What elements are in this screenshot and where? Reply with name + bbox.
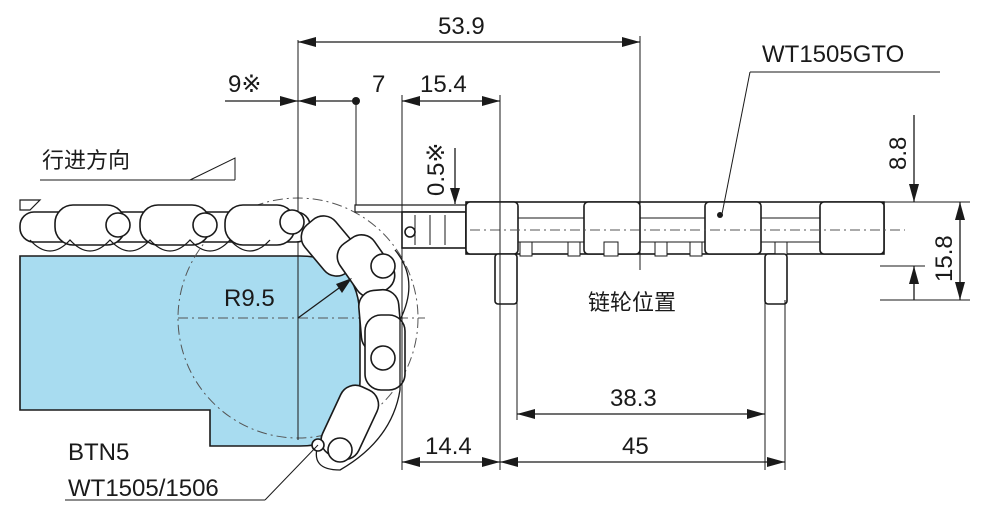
dim-bottom-gap-text: 14.4	[425, 433, 472, 460]
dim-outer-span-text: 45	[622, 433, 649, 460]
part-bottom-label-1: BTN5	[68, 439, 129, 466]
guide-shoe	[19, 255, 361, 447]
dim-bottom	[402, 300, 786, 470]
leader-top-part	[721, 71, 940, 215]
dim-pin-and-gap	[298, 95, 501, 470]
dim-total-width	[298, 36, 641, 270]
dim-total-width-text: 53.9	[438, 13, 485, 40]
dim-clearance	[450, 148, 460, 204]
leader-bottom-part	[65, 444, 319, 501]
direction-indicator	[40, 157, 236, 181]
dim-left-offset	[225, 96, 298, 106]
dim-inner-span	[516, 300, 766, 470]
dim-clearance-text: 0.5※	[423, 143, 450, 196]
part-bottom-label-2: WT1505/1506	[68, 475, 219, 502]
dim-inner-span-text: 38.3	[610, 385, 657, 412]
dim-total-height-text: 15.8	[931, 235, 958, 282]
dim-left-offset-text: 9※	[228, 71, 261, 98]
dim-radius	[297, 278, 352, 319]
dim-pin-offset-text: 7	[372, 71, 385, 98]
dim-top-height-text: 8.8	[885, 137, 912, 170]
chain-top-left	[19, 199, 311, 252]
dim-upper-gap-text: 15.4	[420, 71, 467, 98]
transfer-plate	[354, 204, 471, 249]
dim-right-heights	[880, 115, 970, 301]
sprocket-position-label: 链轮位置	[588, 291, 676, 316]
chain-top-right	[465, 201, 905, 305]
direction-label: 行进方向	[42, 149, 130, 174]
dim-radius-text: R9.5	[224, 285, 275, 312]
part-top-label: WT1505GTO	[762, 41, 904, 68]
